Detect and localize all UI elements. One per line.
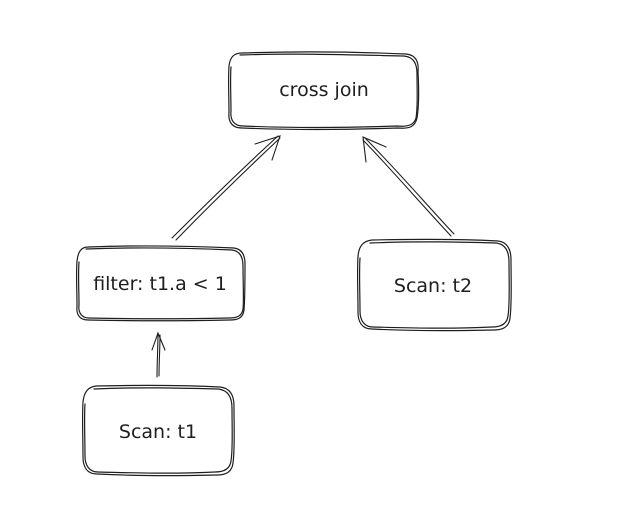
- node-scan-t2-label: Scan: t2: [394, 275, 472, 297]
- node-filter[interactable]: filter: t1.a < 1: [75, 245, 246, 322]
- node-scan-t2[interactable]: Scan: t2: [356, 238, 512, 332]
- node-filter-box: [75, 245, 246, 322]
- arrow-scan-t2-to-cross-join-head: [362, 136, 387, 163]
- arrow-scan-t1-to-filter-line-2: [158, 334, 161, 377]
- node-filter-box-stroke: [77, 247, 245, 320]
- arrow-scan-t1-to-filter-line: [156, 332, 159, 378]
- arrow-filter-to-cross-join-line: [171, 135, 279, 239]
- node-scan-t1-box: [81, 384, 235, 477]
- node-scan-t1[interactable]: Scan: t1: [81, 384, 235, 477]
- arrow-scan-t1-to-filter-head: [151, 331, 166, 351]
- arrow-filter-to-cross-join-line-2: [175, 137, 281, 241]
- arrow-filter-to-cross-join: [171, 135, 281, 241]
- node-cross-join-box-stroke: [229, 53, 418, 129]
- arrow-scan-t2-to-cross-join-line: [364, 137, 455, 235]
- arrow-scan-t2-to-cross-join: [362, 136, 455, 237]
- node-filter-label: filter: t1.a < 1: [93, 273, 227, 295]
- arrow-scan-t2-to-cross-join-line-2: [362, 139, 452, 237]
- node-scan-t2-box-stroke: [358, 241, 510, 329]
- arrow-filter-to-cross-join-head: [254, 135, 281, 161]
- node-scan-t2-box: [356, 238, 512, 332]
- node-scan-t1-label: Scan: t1: [119, 421, 197, 443]
- arrow-scan-t1-to-filter: [151, 331, 166, 378]
- node-cross-join[interactable]: cross join: [227, 51, 420, 131]
- node-scan-t1-box-stroke: [83, 387, 233, 474]
- node-cross-join-box: [227, 51, 420, 131]
- node-cross-join-label: cross join: [279, 79, 369, 101]
